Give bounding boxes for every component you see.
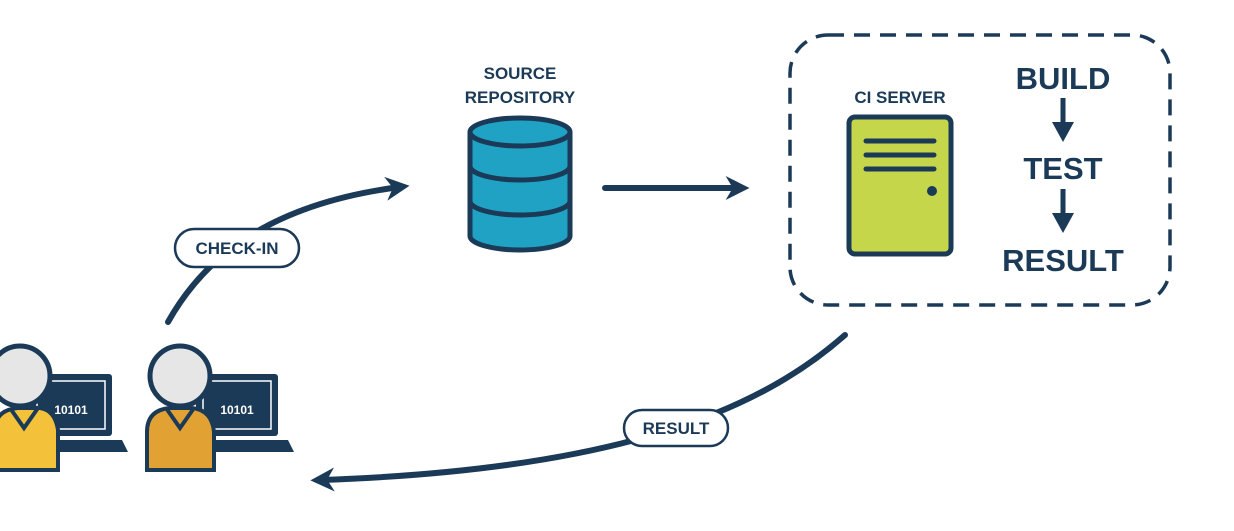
arrow-down-icon: [1052, 189, 1074, 233]
svg-text:CHECK-IN: CHECK-IN: [195, 239, 278, 258]
result-arrow: [310, 332, 848, 492]
developer-1: 10101: [0, 343, 128, 472]
source-repository: SOURCE REPOSITORY: [465, 64, 576, 253]
step-result: RESULT: [1002, 243, 1124, 278]
source-repository-title: SOURCE: [484, 64, 557, 83]
server-icon: [846, 114, 954, 257]
arrow-down-icon: [1052, 98, 1074, 142]
database-icon: [467, 115, 573, 253]
svg-text:10101: 10101: [54, 403, 88, 417]
person-body: [0, 406, 60, 472]
step-test: TEST: [1023, 151, 1102, 186]
developer-2: 10101: [145, 343, 294, 472]
result-label: RESULT: [622, 408, 730, 448]
person-body: [145, 406, 216, 472]
developer-laptop-icon: 10101: [180, 374, 294, 452]
svg-text:RESULT: RESULT: [643, 419, 710, 438]
step-build: BUILD: [1016, 61, 1111, 96]
svg-text:10101: 10101: [220, 403, 254, 417]
person-head: [0, 343, 53, 409]
person-head: [147, 343, 213, 409]
ci-server-label: CI SERVER: [854, 88, 945, 107]
ci-server-group: CI SERVER BUILD TEST RESULT: [788, 33, 1172, 307]
check-in-label: CHECK-IN: [173, 227, 301, 269]
source-repository-subtitle: REPOSITORY: [465, 88, 576, 107]
